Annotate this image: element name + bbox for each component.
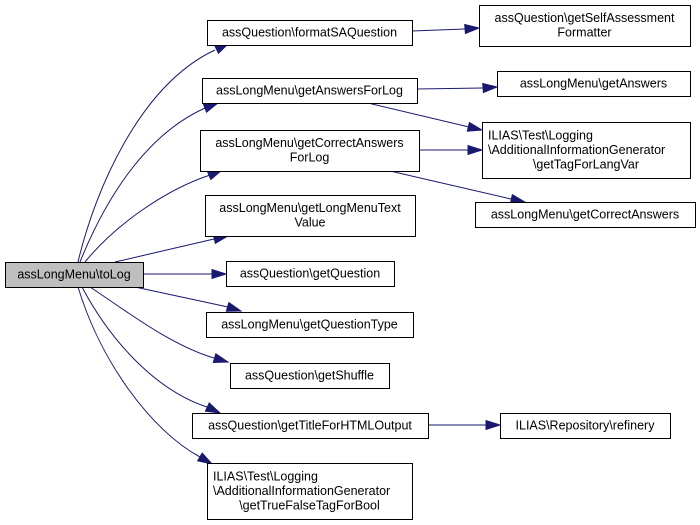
node-box[interactable] [230,363,390,389]
node-label: assQuestion\getTitleForHTMLOutput [208,418,412,432]
edge-toLog-to-getShuffle [89,286,230,364]
arrowhead-icon [225,301,243,312]
edge-formatSAQuestion-to-getSelfAssessmentFormatter [411,23,481,35]
node-label: ILIAS\Repository\refinery [516,418,656,432]
edge-getTitleForHTMLOutput-to-refinery [428,419,502,431]
arrowhead-icon [467,144,484,156]
arrowhead-icon [482,82,499,94]
arrowhead-icon [212,353,230,364]
node-refinery[interactable]: ILIAS\Repository\refinery [500,413,671,439]
node-label: \getTagForLangVar [533,157,639,171]
edge-line [411,28,466,32]
edge-getAnswersForLog-to-getAnswers [416,82,499,94]
edge-getAnswersForLog-to-getTagForLangVar [367,102,484,132]
node-getShuffle[interactable]: assQuestion\getShuffle [230,363,390,389]
node-label: \AdditionalInformationGenerator [488,143,665,157]
arrowhead-icon [202,102,220,114]
node-box[interactable] [497,71,691,97]
edge-getCorrectAnswersForLog-to-getTagForLangVar [419,144,484,156]
edge-toLog-to-getQuestionType [134,286,243,312]
edge-line [389,170,512,200]
node-label: assLongMenu\getCorrectAnswers [491,207,679,221]
edge-line [81,286,208,408]
arrowhead-icon [464,23,481,35]
node-box[interactable] [207,20,413,46]
node-label: assLongMenu\getCorrectAnswers [215,136,403,150]
node-box[interactable] [206,312,414,338]
node-label: ILIAS\Test\Logging [213,469,318,483]
node-getCorrectAnswers[interactable]: assLongMenu\getCorrectAnswers [475,202,696,228]
node-getTagForLangVar[interactable]: ILIAS\Test\Logging\AdditionalInformation… [482,122,691,179]
edge-line [114,238,215,263]
arrowhead-icon [196,452,214,465]
node-label: assQuestion\getShuffle [245,368,374,382]
node-box[interactable] [482,122,691,179]
node-label: \getTrueFalseTagForBool [239,498,380,512]
node-label: \AdditionalInformationGenerator [213,484,390,498]
edge-toLog-to-getTitleForHTMLOutput [81,286,222,414]
edge-line [77,286,201,458]
node-box[interactable] [192,413,429,439]
edge-line [367,102,470,128]
edge-toLog-to-getTrueFalseTagForBool [77,286,214,465]
node-label: assQuestion\getQuestion [240,266,380,280]
edge-toLog-to-getCorrectAnswersForLog [84,169,224,263]
node-box[interactable] [200,130,420,172]
edge-toLog-to-getLongMenuTextValue [114,233,230,263]
node-getQuestionType[interactable]: assLongMenu\getQuestionType [206,312,414,338]
node-getTrueFalseTagForBool[interactable]: ILIAS\Test\Logging\AdditionalInformation… [207,463,413,520]
node-getTitleForHTMLOutput[interactable]: assQuestion\getTitleForHTMLOutput [192,413,429,439]
edge-toLog-to-getAnswersForLog [79,102,220,263]
node-box[interactable] [226,261,395,287]
edge-line [79,107,206,263]
node-label: assLongMenu\getAnswersForLog [216,83,403,97]
node-label: Formatter [557,26,611,40]
node-label: assLongMenu\getQuestionType [221,317,398,331]
node-box[interactable] [500,413,671,439]
edge-line [416,87,484,90]
node-label: Value [294,216,325,230]
node-box[interactable] [205,195,416,237]
node-label: ForLog [290,151,330,165]
node-getAnswersForLog[interactable]: assLongMenu\getAnswersForLog [202,78,418,104]
node-formatSAQuestion[interactable]: assQuestion\formatSAQuestion [207,20,413,46]
node-label: assQuestion\formatSAQuestion [222,25,397,39]
node-label: assLongMenu\getAnswers [520,76,667,90]
node-box[interactable] [207,463,413,520]
edge-line [89,286,215,359]
root-node-box[interactable] [5,262,144,288]
arrowhead-icon [466,121,484,132]
node-getAnswers[interactable]: assLongMenu\getAnswers [497,71,691,97]
node-label: ILIAS\Test\Logging [488,128,593,142]
node-toLog[interactable]: assLongMenu\toLog [5,262,144,288]
node-box[interactable] [479,5,691,47]
node-label: assLongMenu\getLongMenuText [219,201,401,215]
node-getQuestion[interactable]: assQuestion\getQuestion [226,261,395,287]
edge-line [134,286,229,308]
node-box[interactable] [475,202,696,228]
edge-line [84,174,211,263]
nodes-layer: assLongMenu\toLog assQuestion\formatSAQue… [5,5,696,520]
edge-line [77,49,216,263]
node-box[interactable] [202,78,418,104]
edge-toLog-to-getQuestion [143,268,228,280]
node-label: assQuestion\getSelfAssessment [495,11,675,25]
arrowhead-icon [204,402,222,414]
arrowhead-icon [485,419,502,431]
arrowhead-icon [211,268,228,280]
node-label: assLongMenu\toLog [17,267,130,281]
